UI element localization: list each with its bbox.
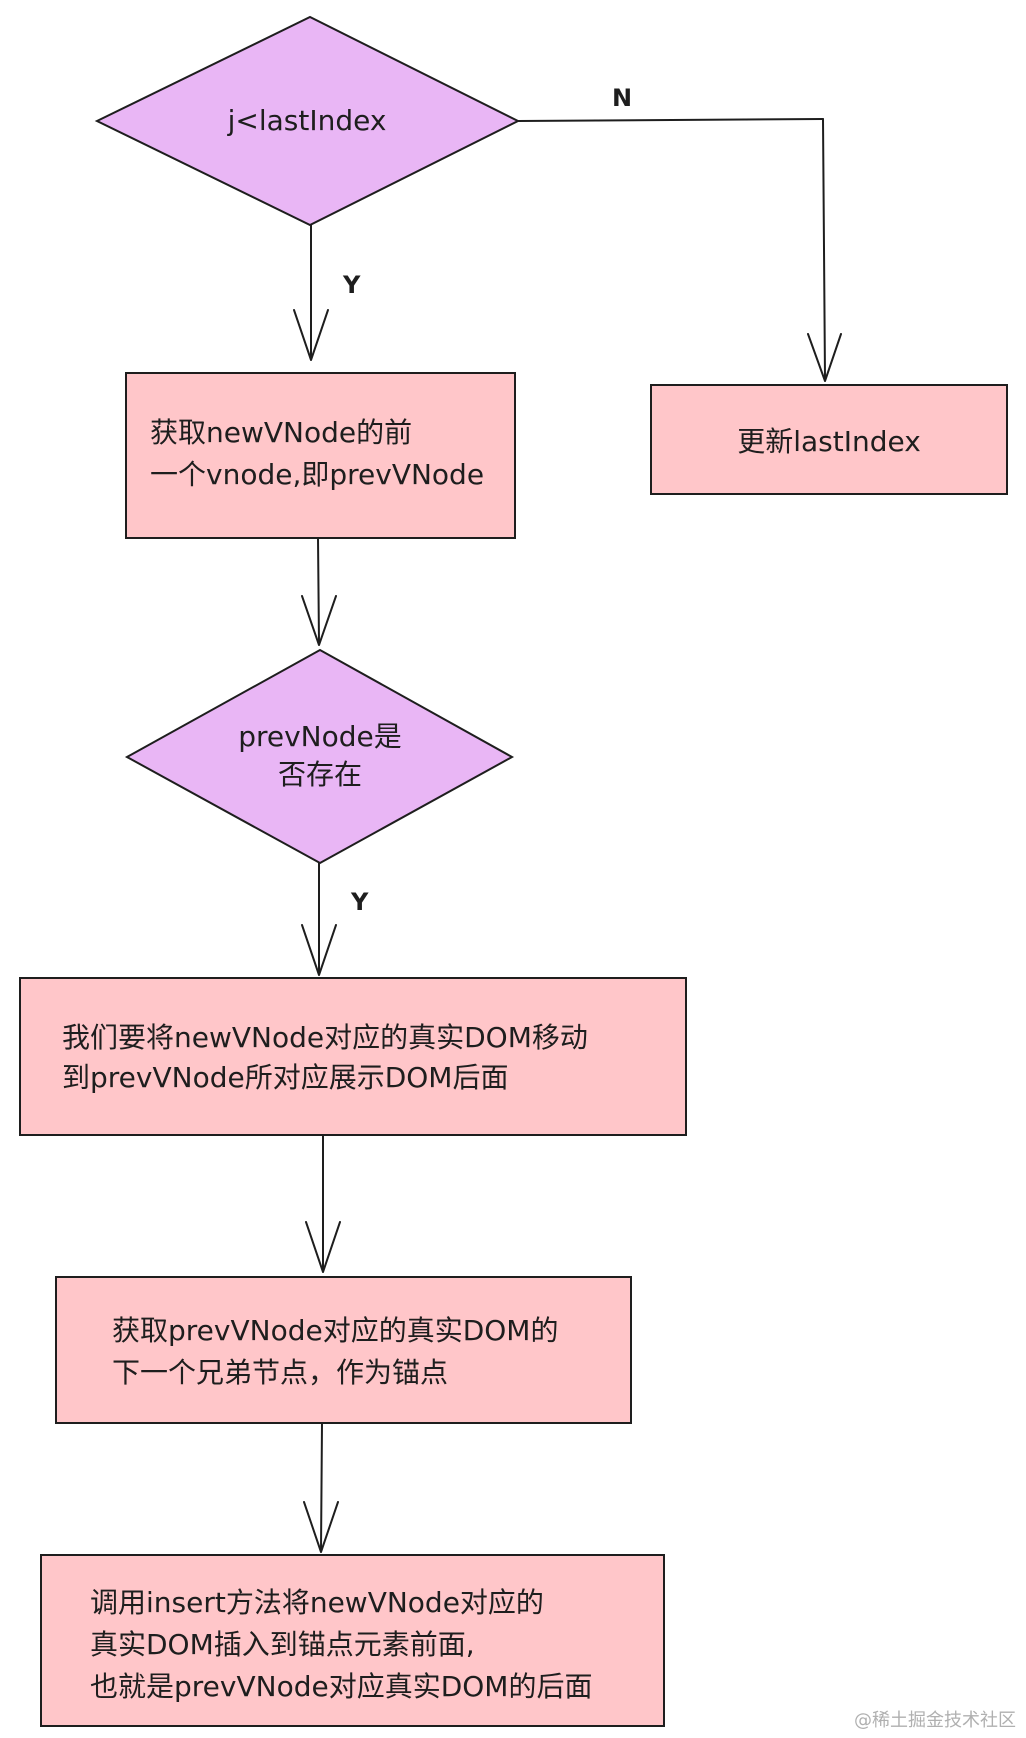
- decision-prev-exists: prevNode是 否存在: [124, 648, 515, 865]
- box-insert-line-3: 也就是prevVNode对应真实DOM的后面: [90, 1670, 592, 1703]
- edge-anchor-to-insert: [303, 1422, 339, 1553]
- box-insert: 调用insert方法将newVNode对应的 真实DOM插入到锚点元素前面, 也…: [40, 1554, 665, 1727]
- box-move-dom-line-1: 我们要将newVNode对应的真实DOM移动: [62, 1021, 588, 1054]
- box-insert-line-2: 真实DOM插入到锚点元素前面,: [90, 1628, 475, 1661]
- decision-prev-exists-line-1: prevNode是: [238, 720, 402, 753]
- decision-lastindex: j<lastIndex: [94, 15, 521, 227]
- box-anchor-line-1: 获取prevVNode对应的真实DOM的: [112, 1314, 558, 1347]
- edge-no: N: [517, 84, 842, 382]
- box-move-dom-line-2: 到prevVNode所对应展示DOM后面: [62, 1061, 508, 1094]
- edge-yes-2: Y: [301, 862, 369, 976]
- decision-prev-exists-line-2: 否存在: [278, 758, 362, 791]
- box-get-prev-line-2: 一个vnode,即prevVNode: [150, 458, 484, 491]
- edge-get-prev-to-decision: [301, 537, 337, 646]
- box-anchor: 获取prevVNode对应的真实DOM的 下一个兄弟节点，作为锚点: [55, 1276, 632, 1424]
- box-update-lastindex-text: 更新lastIndex: [737, 425, 921, 458]
- watermark: @稀土掘金技术社区: [854, 1710, 1016, 1731]
- label-no: N: [612, 84, 632, 112]
- box-move-dom: 我们要将newVNode对应的真实DOM移动 到prevVNode所对应展示DO…: [19, 977, 687, 1136]
- box-update-lastindex: 更新lastIndex: [650, 384, 1008, 495]
- box-anchor-line-2: 下一个兄弟节点，作为锚点: [112, 1356, 448, 1389]
- edge-yes-1: Y: [293, 224, 361, 361]
- edge-move-to-anchor: [305, 1134, 341, 1273]
- box-get-prev: 获取newVNode的前 一个vnode,即prevVNode: [125, 372, 516, 539]
- box-get-prev-line-1: 获取newVNode的前: [150, 416, 412, 449]
- decision-lastindex-text: j<lastIndex: [227, 104, 387, 137]
- label-yes-1: Y: [342, 271, 361, 299]
- label-yes-2: Y: [350, 888, 369, 916]
- box-insert-line-1: 调用insert方法将newVNode对应的: [90, 1586, 544, 1619]
